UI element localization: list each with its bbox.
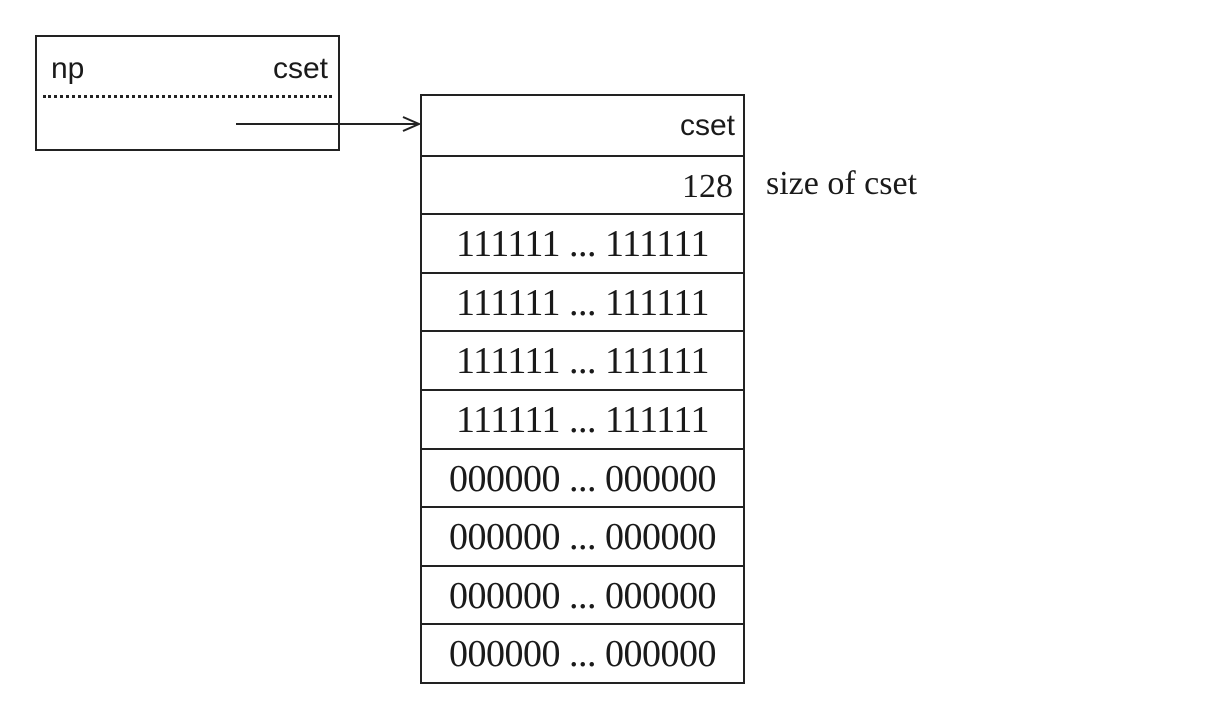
- size-value: 128: [682, 167, 733, 205]
- cset-header-label: cset: [679, 109, 735, 142]
- bit-row: 111111 ... 111111: [422, 330, 743, 389]
- cset-type-label: cset: [272, 52, 328, 85]
- bit-row: 000000 ... 000000: [422, 564, 743, 624]
- bit-row: 000000 ... 000000: [422, 447, 743, 507]
- bit-row-text: 000000 ... 000000: [449, 574, 717, 617]
- cset-header-cell: cset: [422, 96, 743, 155]
- bit-row-text: 000000 ... 000000: [449, 516, 717, 559]
- bit-row: 000000 ... 000000: [422, 506, 743, 565]
- bit-row: 111111 ... 111111: [422, 388, 743, 448]
- bit-row-text: 111111 ... 111111: [456, 223, 709, 266]
- bit-row-text: 111111 ... 111111: [456, 398, 709, 441]
- bit-row: 111111 ... 111111: [422, 271, 743, 331]
- descriptor-box: np cset: [35, 35, 340, 151]
- bit-row-text: 000000 ... 000000: [449, 633, 717, 676]
- bit-row-text: 000000 ... 000000: [449, 457, 717, 500]
- size-cell: 128: [422, 154, 743, 214]
- bit-row-text: 111111 ... 111111: [456, 281, 709, 324]
- bit-row: 111111 ... 111111: [422, 213, 743, 272]
- size-annotation: size of cset: [766, 165, 918, 202]
- cset-block: cset 128 111111 ... 111111 111111 ... 11…: [420, 94, 745, 684]
- dotted-divider: [43, 95, 332, 98]
- bit-row-text: 111111 ... 111111: [456, 340, 709, 383]
- bit-row: 000000 ... 000000: [422, 623, 743, 682]
- np-label: np: [51, 52, 85, 85]
